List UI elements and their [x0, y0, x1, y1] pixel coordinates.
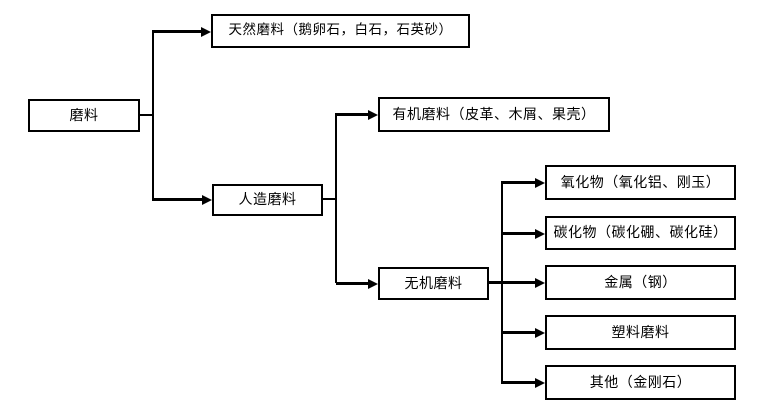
arrow-to-inorganic-abrasives	[336, 282, 368, 285]
node-carbides: 碳化物（碳化硼、碳化硅）	[545, 216, 736, 250]
node-others: 其他（金刚石）	[545, 365, 736, 400]
arrow-to-metal	[489, 281, 535, 284]
arrow-to-artificial-abrasives	[152, 198, 202, 201]
node-abrasives: 磨料	[28, 99, 140, 132]
arrow-to-oxides	[502, 181, 535, 184]
arrow-to-carbides	[502, 232, 535, 235]
connector-middle-spine	[335, 113, 337, 283]
connector-left-spine	[152, 30, 154, 200]
node-natural-abrasives: 天然磨料（鹅卵石，白石，石英砂）	[211, 14, 470, 48]
node-metal: 金属（钢）	[545, 265, 736, 300]
node-artificial-abrasives: 人造磨料	[212, 184, 323, 216]
connector-root-to-spine	[140, 114, 153, 116]
node-organic-abrasives: 有机磨料（皮革、木屑、果壳）	[378, 97, 610, 132]
arrow-to-plastic-abrasives	[502, 331, 535, 334]
node-inorganic-abrasives: 无机磨料	[378, 267, 489, 300]
arrow-to-natural-abrasives	[152, 30, 201, 33]
node-oxides: 氧化物（氧化铝、刚玉）	[545, 165, 736, 200]
arrow-to-others	[502, 381, 535, 384]
connector-artificial-to-spine	[323, 198, 336, 200]
arrow-to-organic-abrasives	[336, 113, 368, 116]
node-plastic-abrasives: 塑料磨料	[545, 315, 736, 350]
